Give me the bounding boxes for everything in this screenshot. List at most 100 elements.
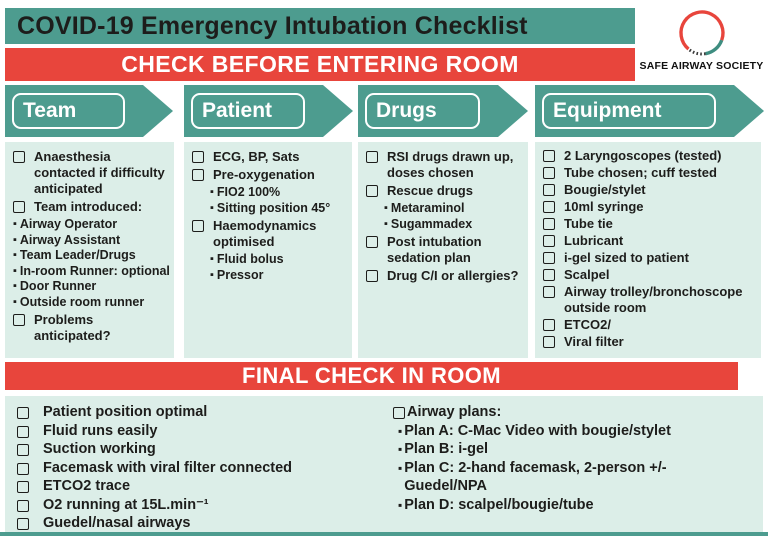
checklist-item-label: Team Leader/Drugs (19, 248, 136, 262)
checklist-item: ▪ Lubricant (541, 233, 759, 250)
checklist-item-label: Fluid bolus (216, 252, 284, 266)
checklist-panel-equipment: ▪ 2 Laryngoscopes (tested) ▪ Tube chosen… (535, 142, 761, 358)
safe-airway-society-logo: SAFE AIRWAY SOCIETY (635, 4, 768, 82)
checkbox-icon (17, 499, 29, 512)
checkbox-icon (366, 270, 378, 282)
checklist-item-label: Tube tie (564, 215, 613, 231)
bullet-icon: ▪ (210, 268, 214, 281)
checklist-item-label: ETCO2/ (564, 317, 611, 332)
checklist-item-label: Guedel/nasal airways (43, 515, 191, 531)
checkbox-icon (13, 151, 25, 163)
logo-text: SAFE AIRWAY SOCIETY (639, 60, 764, 72)
column-header-label: Patient (191, 93, 305, 129)
checkbox-icon (543, 319, 555, 331)
checkbox-icon (543, 336, 555, 348)
column-header-equipment: Equipment (535, 85, 764, 137)
checklist-item: ▪ Pressor (210, 268, 350, 284)
checkbox-icon (543, 234, 555, 247)
checklist-item-label: ETCO2 trace (43, 478, 131, 494)
checkbox-icon (366, 185, 378, 197)
checklist-item: ▪ ECG, BP, Sats (190, 149, 350, 165)
checklist-item-label: O2 running at 15L.min⁻¹ (43, 496, 209, 513)
checkbox-icon (543, 251, 555, 264)
checklist-item-label: FIO2 100% (216, 185, 281, 199)
checklist-item: ▪ Pre-oxygenation (190, 167, 350, 183)
checkbox-icon (366, 236, 378, 248)
checklist-item-label: Patient position optimal (43, 404, 208, 420)
checklist-item: ▪ Bougie/stylet (541, 182, 759, 199)
checklist-item-label: 10ml syringe (564, 198, 644, 214)
final-check-panel: ▪ Patient position optimal ▪ Fluid runs … (5, 396, 763, 532)
checklist-item-label: Rescue drugs (387, 183, 473, 198)
column-header-team: Team (5, 85, 173, 137)
bullet-icon: ▪ (13, 280, 17, 292)
checkbox-icon (17, 481, 29, 493)
checklist-item: ▪ Plan C: 2-hand facemask, 2-person +/- … (393, 459, 733, 496)
checklist-item-label: Facemask with viral filter connected (43, 459, 293, 476)
checkbox-icon (543, 268, 555, 281)
checklist-item: ▪ Rescue drugs (364, 183, 526, 199)
checklist-item: ▪ Airway Assistant (13, 233, 172, 249)
section-heading-final-check: FINAL CHECK IN ROOM (5, 362, 738, 390)
final-check-right-column: ▪ Airway plans: ▪ Plan A: C-Mac Video wi… (393, 403, 733, 514)
checklist-item: ▪ Haemodynamics optimised (190, 218, 350, 250)
checklist-item: ▪ ETCO2 trace (15, 477, 390, 496)
page-title: COVID-19 Emergency Intubation Checklist (5, 8, 635, 44)
checklist-item-label: Plan A: C-Mac Video with bougie/stylet (404, 422, 671, 439)
checklist-item: ▪ In-room Runner: optional (13, 264, 172, 280)
section-heading-check-before: CHECK BEFORE ENTERING ROOM (5, 48, 635, 81)
checklist-item-label: Metaraminol (390, 201, 465, 215)
checkbox-icon (543, 200, 555, 213)
checkbox-icon (543, 183, 555, 196)
checklist-item-label: Problems anticipated? (34, 312, 111, 343)
checklist-item: ▪ Viral filter (541, 334, 759, 351)
checkbox-icon (13, 314, 25, 326)
bullet-icon: ▪ (398, 442, 403, 456)
checklist-item: ▪ Suction working (15, 440, 390, 459)
checklist-item-label: Scalpel (564, 266, 610, 282)
checkbox-icon (543, 166, 555, 179)
checklist-item: ▪ RSI drugs drawn up, doses chosen (364, 149, 526, 181)
checklist-item-label: Team introduced: (34, 199, 143, 214)
checklist-item-label: Pressor (216, 267, 264, 282)
checklist-item: ▪ Door Runner (13, 279, 172, 295)
checklist-item: ▪ Airway plans: (393, 403, 733, 422)
checkbox-icon (192, 151, 204, 163)
checklist-item-label: Suction working (43, 441, 156, 457)
checklist-item: ▪ Tube chosen; cuff tested (541, 165, 759, 182)
bullet-icon: ▪ (210, 186, 214, 198)
bullet-icon: ▪ (398, 497, 403, 512)
checkbox-icon (192, 169, 204, 181)
checklist-item: ▪ Sitting position 45° (210, 201, 350, 217)
checklist-item: ▪ i-gel sized to patient (541, 250, 759, 267)
checklist-item: ▪ Scalpel (541, 267, 759, 284)
checklist-item: ▪ Problems anticipated? (11, 312, 172, 344)
column-header-label: Drugs (365, 93, 480, 129)
bullet-icon: ▪ (13, 233, 17, 246)
checklist-item: ▪ Airway Operator (13, 217, 172, 233)
checklist-item: ▪ Team Leader/Drugs (13, 248, 172, 264)
bullet-icon: ▪ (384, 217, 388, 230)
checklist-item: ▪ Anaesthesia contacted if difficulty an… (11, 149, 172, 197)
checklist-item: ▪ Outside room runner (13, 295, 172, 311)
checkbox-icon (393, 407, 405, 419)
checkbox-icon (17, 518, 29, 530)
checklist-item-label: Sugammadex (390, 216, 473, 231)
checkbox-icon (543, 285, 555, 298)
checklist-item-label: Airway plans: (407, 404, 502, 420)
checklist-item-label: Drug C/I or allergies? (387, 268, 519, 283)
checkbox-icon (17, 462, 29, 475)
checklist-item-label: Sitting position 45° (216, 200, 331, 215)
checklist-item-label: i-gel sized to patient (564, 249, 689, 265)
checklist-item-label: In-room Runner: optional (19, 263, 170, 278)
checklist-item-label: Pre-oxygenation (213, 167, 315, 182)
checklist-item: ▪ Tube tie (541, 216, 759, 233)
column-header-label: Team (12, 93, 125, 129)
bullet-icon: ▪ (384, 202, 388, 214)
bullet-icon: ▪ (210, 253, 214, 265)
checklist-item-label: RSI drugs drawn up, doses chosen (387, 149, 514, 180)
bullet-icon: ▪ (13, 264, 17, 277)
bottom-accent-strip (0, 532, 768, 536)
checklist-item: ▪ Guedel/nasal airways (15, 514, 390, 532)
checklist-panel-team: ▪ Anaesthesia contacted if difficulty an… (5, 142, 174, 358)
